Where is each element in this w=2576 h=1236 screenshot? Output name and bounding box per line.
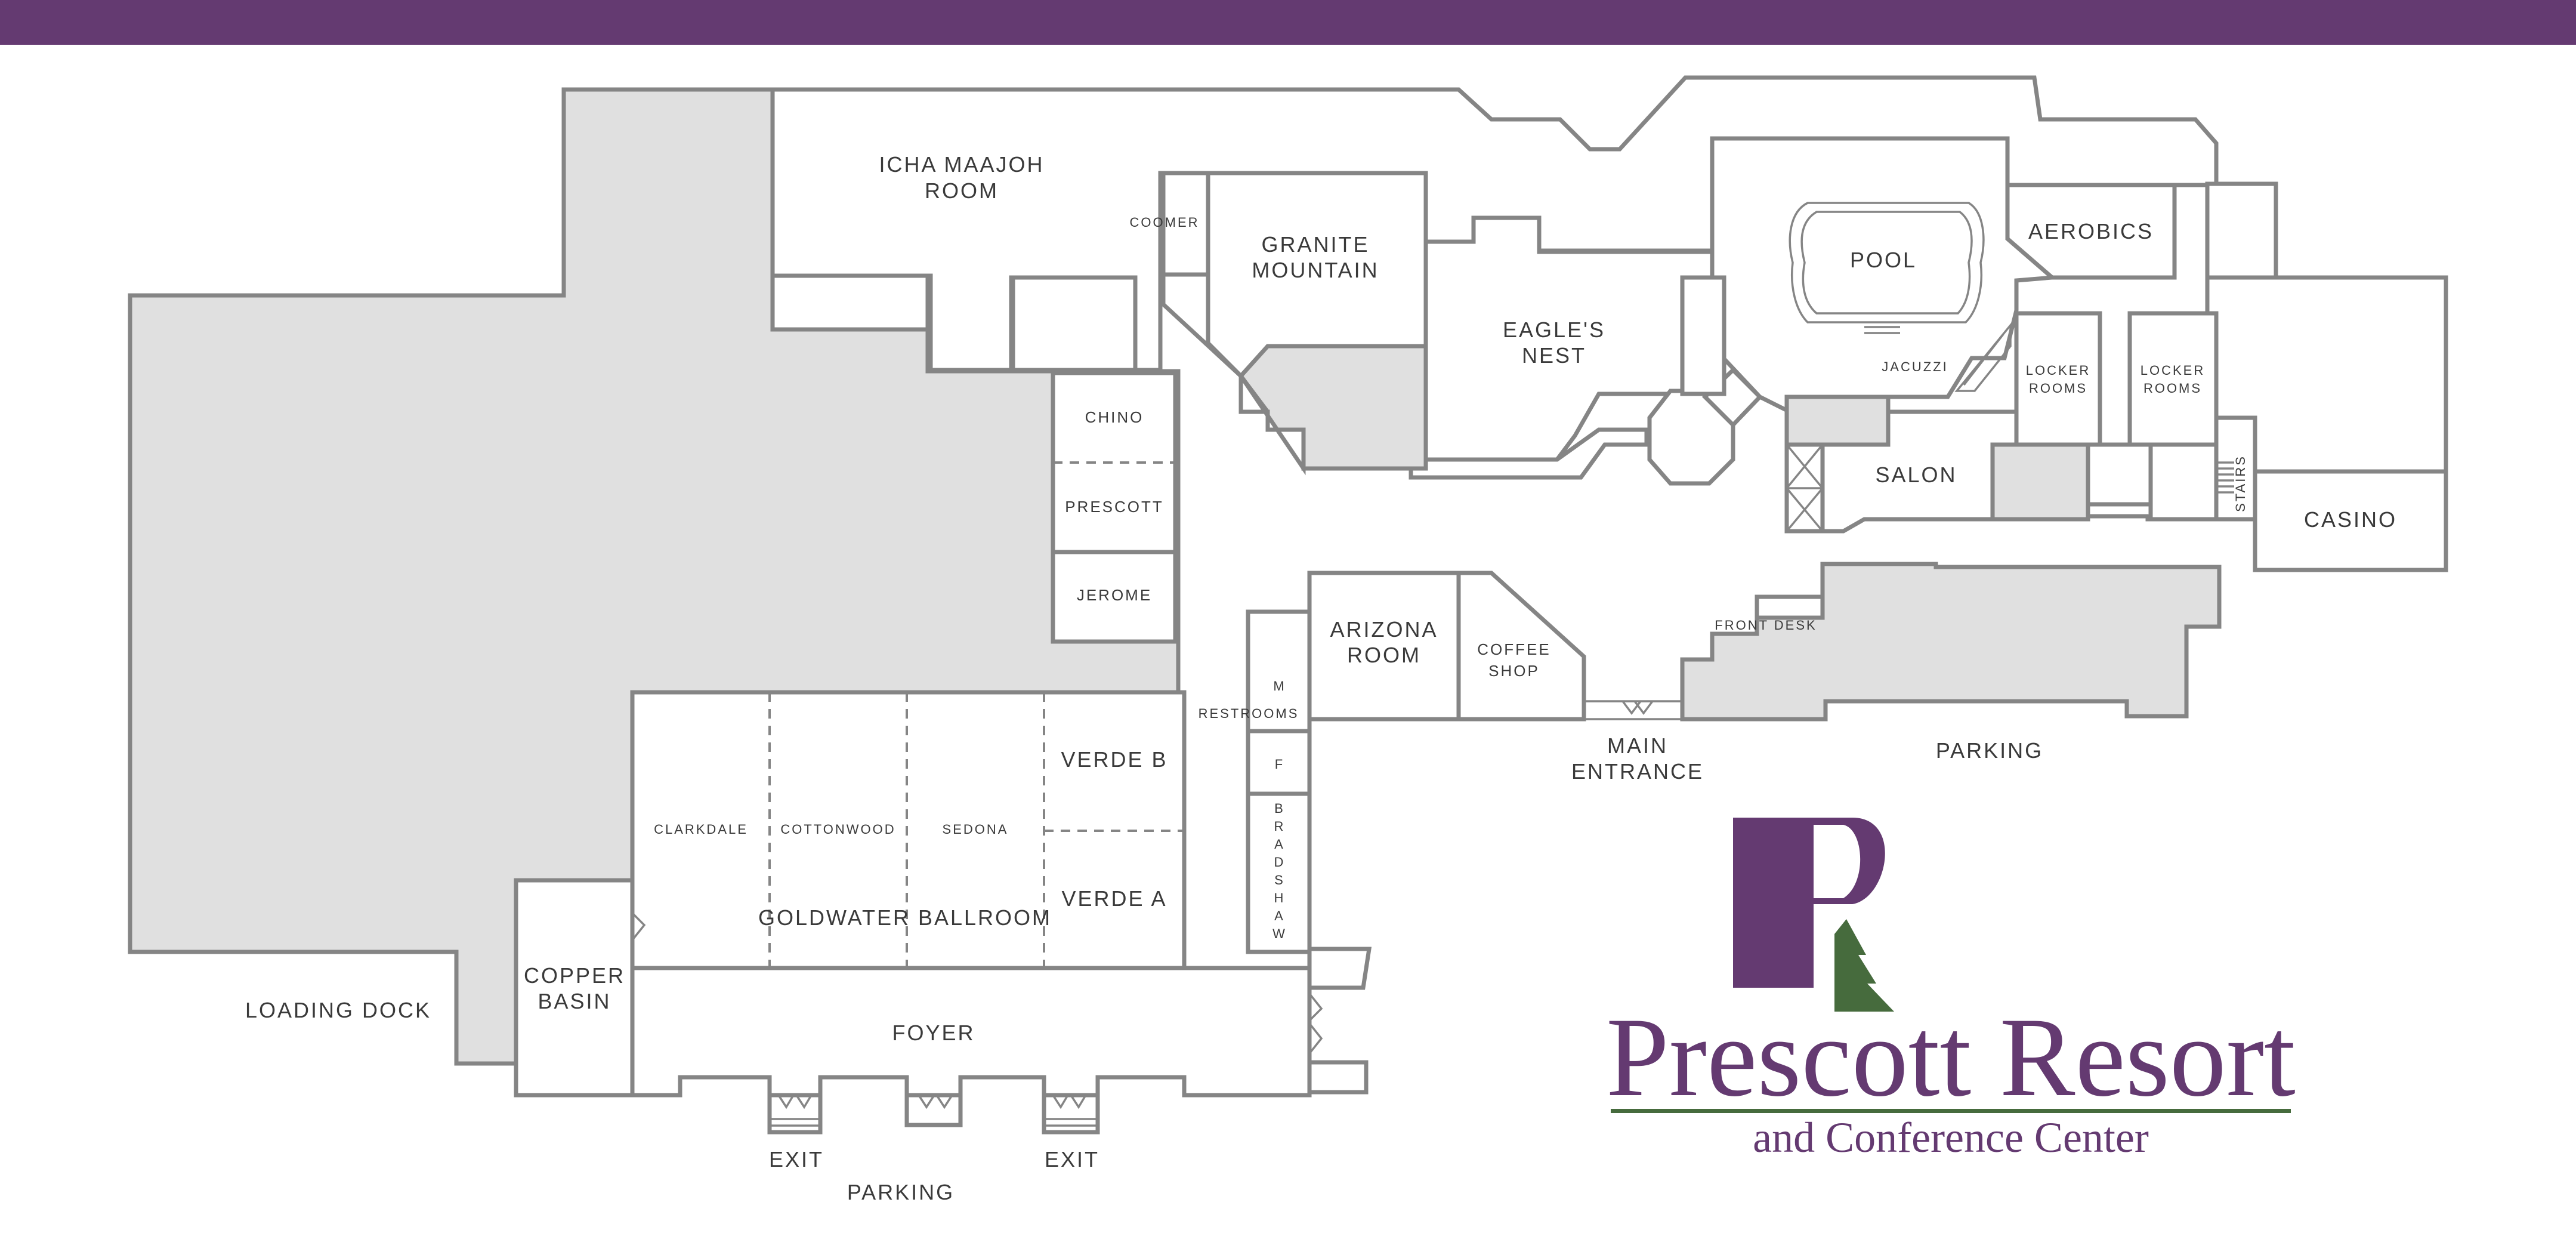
salon-nook — [2086, 442, 2153, 507]
locker2-label-1: LOCKER — [2141, 363, 2205, 378]
front-desk[interactable] — [1712, 594, 1825, 636]
copper-basin-room[interactable] — [514, 878, 635, 1098]
coffee-label-1: COFFEE — [1477, 640, 1550, 658]
bradshaw-a: A — [1274, 837, 1285, 852]
salon-service — [1784, 394, 1891, 447]
bradshaw-b: B — [1274, 801, 1285, 816]
logo-wordmark: Prescott Resort — [1606, 995, 2296, 1120]
main-entrance-walk — [1584, 700, 1682, 720]
jerome-label: JEROME — [1077, 586, 1152, 604]
restrooms-label: RESTROOMS — [1199, 706, 1299, 721]
salon-nook-2 — [2148, 442, 2219, 522]
east-tower — [2205, 181, 2278, 280]
verde-b-label: VERDE B — [1061, 747, 1167, 772]
verde-a-label: VERDE A — [1061, 886, 1167, 911]
eagles-label-1: EAGLE'S — [1503, 318, 1605, 342]
copper-label-1: COPPER — [524, 963, 625, 988]
locker1-label-2: ROOMS — [2029, 381, 2087, 396]
bradshaw-d: D — [1274, 855, 1286, 870]
resort-logo: Prescott Resort and Conference Center — [1606, 818, 2296, 1161]
cottonwood-label: COTTONWOOD — [780, 822, 895, 837]
parking-east-label: PARKING — [1936, 738, 2043, 763]
logo-divider — [1611, 1109, 2291, 1113]
exit-left-label: EXIT — [769, 1147, 824, 1172]
stairs-label: STAIRS — [2233, 455, 2248, 512]
aerobics-room[interactable] — [2005, 183, 2177, 280]
locker-rooms-2[interactable] — [2127, 311, 2219, 447]
stairs-icon — [2214, 415, 2257, 522]
coomer-corridor — [1161, 272, 1306, 476]
arizona-room[interactable] — [1307, 571, 1461, 722]
icha-label-1: ICHA MAAJOH — [879, 152, 1044, 177]
bradshaw-w: W — [1272, 926, 1287, 941]
arizona-label-2: ROOM — [1347, 643, 1421, 667]
copper-label-2: BASIN — [538, 989, 611, 1013]
coffee-label-2: SHOP — [1488, 662, 1540, 680]
prescott-label: PRESCOTT — [1065, 498, 1164, 516]
arizona-label-1: ARIZONA — [1330, 617, 1438, 642]
foyer-label: FOYER — [892, 1021, 975, 1045]
locker1-label-1: LOCKER — [2026, 363, 2090, 378]
exit-center-door-icon — [904, 1093, 963, 1127]
locker-rooms-1[interactable] — [2014, 311, 2102, 447]
granite-service — [1238, 344, 1428, 471]
goldwater-ballroom[interactable] — [630, 690, 1187, 970]
salon-label: SALON — [1875, 463, 1957, 487]
restroom-f-label: F — [1275, 757, 1284, 772]
clarkdale-label: CLARKDALE — [654, 822, 748, 837]
front-lobby — [1680, 562, 2222, 722]
jacuzzi-icon — [1954, 322, 2012, 392]
casino-label: CASINO — [2304, 507, 2397, 532]
aerobics-label: AEROBICS — [2028, 219, 2154, 243]
bradshaw-a2: A — [1274, 908, 1285, 923]
icha-closet — [1011, 275, 1138, 372]
locker2-label-2: ROOMS — [2143, 381, 2202, 396]
goldwater-label: GOLDWATER BALLROOM — [758, 905, 1052, 930]
restroom-m-label: M — [1273, 679, 1286, 693]
exit-left-door-icon — [767, 1093, 823, 1135]
coffee-shop[interactable] — [1456, 571, 1586, 722]
icha-label-2: ROOM — [925, 178, 999, 203]
granite-label-2: MOUNTAIN — [1252, 258, 1379, 282]
pool-building-entry — [1680, 275, 1726, 396]
pool-icon — [1789, 202, 1985, 334]
chino-label: CHINO — [1085, 408, 1144, 426]
loading-dock-label: LOADING DOCK — [245, 998, 431, 1022]
eagles-lower-corridor — [1409, 427, 1649, 480]
pine-tree-icon — [1834, 919, 1894, 1012]
jacuzzi-label: JACUZZI — [1882, 359, 1948, 374]
sedona-label: SEDONA — [943, 822, 1009, 837]
exit-right-door-icon — [1042, 1093, 1100, 1135]
side-door-icon — [1308, 993, 1323, 1055]
bradshaw-r: R — [1274, 819, 1286, 834]
logo-p-mark — [1733, 818, 1885, 988]
icha-alcove — [770, 273, 930, 332]
pool-label: POOL — [1850, 248, 1917, 272]
main-entrance-label-1: MAIN — [1607, 733, 1668, 758]
logo-subtitle: and Conference Center — [1753, 1114, 2149, 1161]
main-entrance-label-2: ENTRANCE — [1571, 759, 1704, 784]
casino-room[interactable] — [2253, 469, 2448, 572]
granite-label-1: GRANITE — [1261, 232, 1369, 257]
exit-right-label: EXIT — [1045, 1147, 1099, 1172]
front-desk-label: FRONT DESK — [1715, 618, 1817, 633]
main-entrance-door-icon — [1621, 700, 1654, 715]
coomer-label: COOMER — [1130, 215, 1200, 230]
bradshaw-s: S — [1274, 873, 1285, 887]
east-door-frame — [1309, 947, 1372, 990]
parking-south-label: PARKING — [847, 1180, 955, 1204]
eagles-label-2: NEST — [1522, 343, 1586, 368]
salon-elevator-icon — [1784, 442, 1825, 534]
restroom-corridor — [1307, 573, 1369, 1095]
chino-prescott-jerome — [1051, 371, 1178, 644]
copper-door-icon — [631, 912, 646, 941]
bradshaw-h: H — [1274, 890, 1286, 905]
header-bar — [0, 0, 2576, 45]
salon-storage — [1990, 442, 2090, 522]
